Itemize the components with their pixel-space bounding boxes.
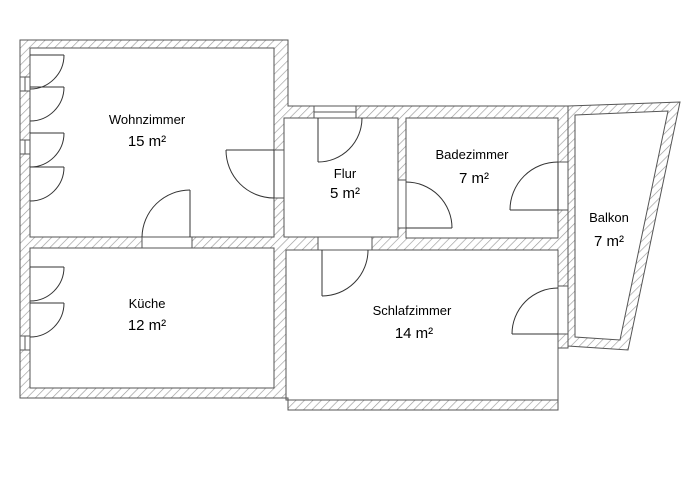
balcony-outline [567, 101, 681, 351]
door-kueche-left-1 [29, 266, 65, 302]
door-bad-balkon [509, 161, 559, 211]
windows [19, 76, 357, 351]
room-labels: Wohnzimmer 15 m² Flur 5 m² Badezimmer 7 … [109, 112, 629, 342]
door-flur-bad [405, 181, 453, 229]
room-area-kueche: 12 m² [128, 317, 166, 334]
walls [19, 39, 569, 411]
door-openings [141, 149, 569, 335]
door-wohnzimmer-flur [225, 149, 275, 199]
room-name-wohnzimmer: Wohnzimmer [109, 112, 186, 127]
room-name-kueche: Küche [129, 296, 166, 311]
room-name-balkon: Balkon [589, 210, 629, 225]
door-wohnzimmer-left-1 [29, 54, 65, 90]
room-name-schlafzimmer: Schlafzimmer [373, 303, 452, 318]
door-wohnzimmer-bottom [141, 189, 191, 238]
room-area-schlafzimmer: 14 m² [395, 325, 433, 342]
room-name-badezimmer: Badezimmer [436, 147, 510, 162]
room-area-badezimmer: 7 m² [459, 170, 489, 187]
door-kueche-left-2 [29, 302, 65, 338]
room-area-wohnzimmer: 15 m² [128, 133, 166, 150]
door-wohnzimmer-left-4 [29, 166, 65, 202]
room-area-balkon: 7 m² [594, 233, 624, 250]
doors [29, 54, 559, 338]
door-flur-top [317, 117, 363, 163]
room-area-flur: 5 m² [330, 185, 360, 202]
door-wohnzimmer-left-2 [29, 86, 65, 122]
door-wohnzimmer-left-3 [29, 132, 65, 168]
door-flur-schlaf [321, 249, 369, 297]
door-schlaf-balkon [511, 287, 559, 335]
room-name-flur: Flur [334, 166, 357, 181]
